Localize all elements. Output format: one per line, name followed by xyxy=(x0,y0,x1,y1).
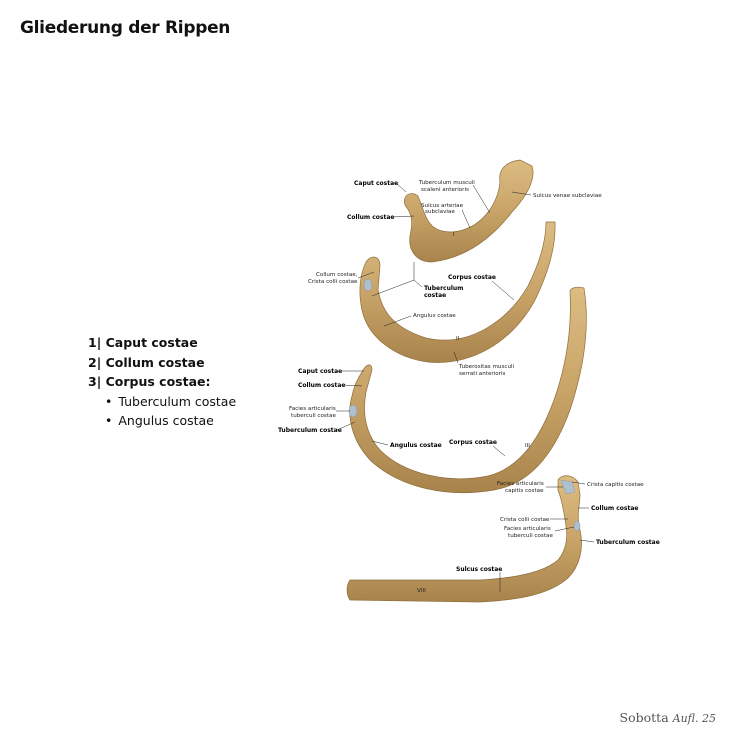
rib-8-labels: Facies articularis capitis costae Crista… xyxy=(456,481,660,592)
legend-item-collum: 2| Collum costae xyxy=(88,354,205,370)
label-rib2-angulus: Angulus costae xyxy=(413,313,456,319)
label-rib1-caput: Caput costae xyxy=(354,180,398,187)
label-rib3-tuberculum: Tuberculum costae xyxy=(278,427,342,434)
label-rib1-tub-scaleni-1: Tuberculum musculi xyxy=(418,180,475,186)
label-rib8-collum: Collum costae xyxy=(591,505,639,512)
page-title: Gliederung der Rippen xyxy=(20,18,231,38)
label-rib8-facies-tub-2: tuberculi costae xyxy=(508,533,553,539)
rib-8-head-facet xyxy=(560,479,576,495)
legend-subitem-angulus: Angulus costae xyxy=(88,411,236,431)
credit-edition: Aufl. 25 xyxy=(672,712,716,725)
label-rib1-tub-scaleni-2: scaleni anterioris xyxy=(421,187,469,193)
rib-2-shape xyxy=(359,221,556,363)
label-rib8-facies-tub-1: Facies articularis xyxy=(504,526,551,532)
label-rib3-facies-1: Facies articularis xyxy=(289,406,336,412)
rib-3: III xyxy=(348,286,587,494)
rib-1-numeral: I xyxy=(453,232,455,238)
label-rib2-tuberculum-2: costae xyxy=(424,292,446,299)
label-rib2-corpus: Corpus costae xyxy=(448,274,496,281)
rib-1: I xyxy=(404,159,534,263)
label-rib1-sulcus-venae: Sulcus venae subclaviae xyxy=(533,193,602,199)
label-rib1-collum: Collum costae xyxy=(347,214,395,221)
rib-3-numeral: III xyxy=(525,443,530,449)
rib-3-labels: Caput costae Collum costae Facies articu… xyxy=(278,368,506,457)
label-rib3-caput: Caput costae xyxy=(298,368,342,375)
rib-2: II xyxy=(359,221,556,363)
label-rib2-collum-2: Crista colli costae xyxy=(308,279,358,285)
label-rib3-corpus: Corpus costae xyxy=(449,439,497,446)
label-rib2-tub-serrati-1: Tuberositas musculi xyxy=(458,364,515,370)
label-rib3-angulus: Angulus costae xyxy=(390,442,442,449)
rib-3-shape xyxy=(349,286,587,494)
rib-2-numeral: II xyxy=(456,336,460,342)
legend-item-corpus: 3| Corpus costae: xyxy=(88,374,211,389)
label-rib8-crista-colli: Crista colli costae xyxy=(500,517,550,523)
label-rib8-tuberculum: Tuberculum costae xyxy=(596,539,660,546)
credit-name: Sobotta xyxy=(619,710,669,725)
legend-subitem-tuberculum: Tuberculum costae xyxy=(88,392,236,412)
label-rib8-facies-cap-1: Facies articularis xyxy=(497,481,544,487)
rib-8-tubercle-facet xyxy=(573,520,581,532)
legend-item-caput: 1| Caput costae xyxy=(88,335,198,350)
credit: Sobotta Aufl. 25 xyxy=(620,710,716,725)
rib-3-facet xyxy=(348,404,358,418)
label-rib8-facies-cap-2: capitis costae xyxy=(505,488,544,494)
rib-2-labels: Collum costae, Crista colli costae Tuber… xyxy=(308,262,515,377)
label-rib2-tuberculum-1: Tuberculum xyxy=(424,285,463,292)
label-rib1-sulcus-art-2: subclaviae xyxy=(425,209,455,215)
rib-2-facet xyxy=(363,278,373,292)
label-rib1-sulcus-art-1: Sulcus arteriae xyxy=(421,203,464,209)
label-rib3-collum: Collum costae xyxy=(298,382,346,389)
rib-8-numeral: VIII xyxy=(417,588,426,594)
label-rib3-facies-2: tuberculi costae xyxy=(291,413,336,419)
label-rib2-collum-1: Collum costae, xyxy=(316,272,358,278)
label-rib2-tub-serrati-2: serrati anterioris xyxy=(459,371,506,377)
rib-8-shape xyxy=(346,475,582,603)
legend: 1| Caput costae 2| Collum costae 3| Corp… xyxy=(88,333,236,431)
rib-1-shape xyxy=(404,159,534,263)
label-rib8-sulcus: Sulcus costae xyxy=(456,566,502,573)
rib-1-labels: Caput costae Collum costae Tuberculum mu… xyxy=(347,180,602,229)
label-rib8-crista-capitis: Crista capitis costae xyxy=(587,482,644,488)
rib-8: VIII xyxy=(346,475,582,603)
